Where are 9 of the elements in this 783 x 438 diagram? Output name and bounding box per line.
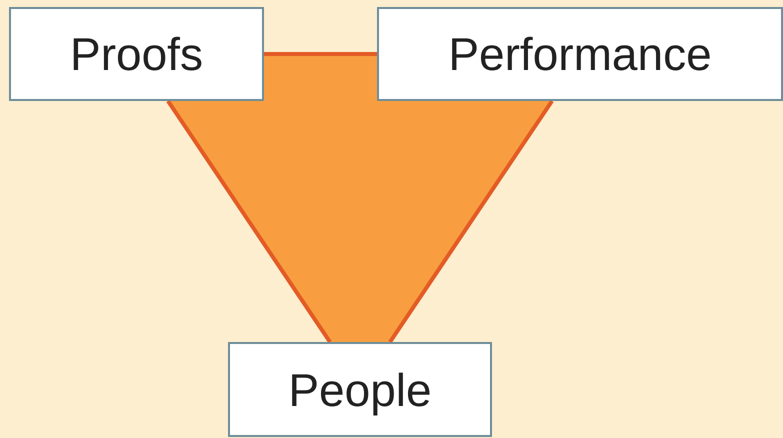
box-label: Proofs: [70, 27, 203, 81]
label-box: [377, 7, 783, 101]
label-box: [9, 7, 264, 101]
connector-line: [264, 52, 377, 56]
box-label: People: [288, 362, 432, 416]
connector-line: [388, 100, 554, 344]
box-label: Performance: [448, 27, 712, 81]
label-box: [228, 342, 492, 437]
connector-line: [166, 100, 332, 344]
